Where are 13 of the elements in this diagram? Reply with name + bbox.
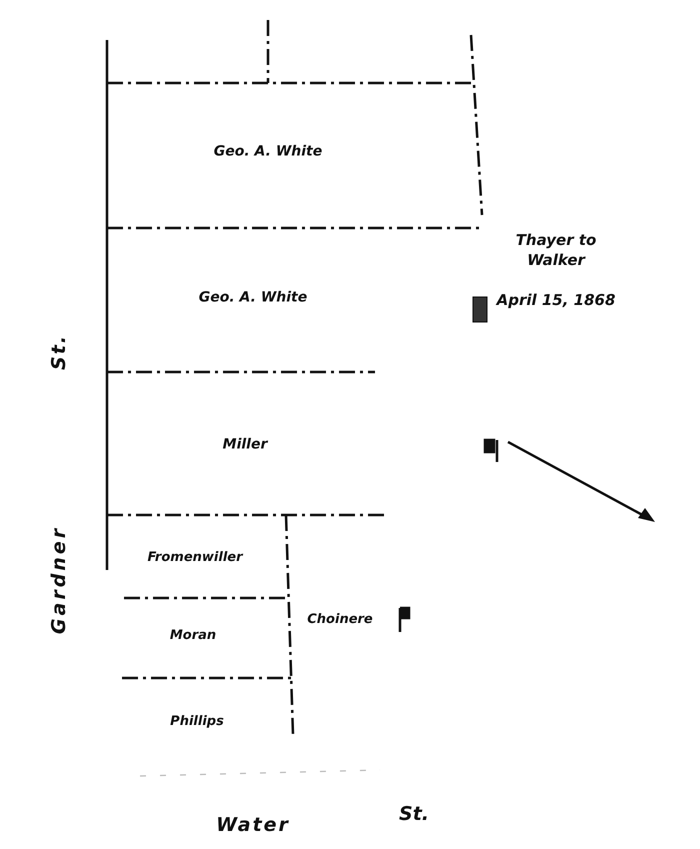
map-label: April 15, 1868 xyxy=(496,290,616,310)
map-label: Geo. A. White xyxy=(198,288,308,308)
map-label: Miller xyxy=(222,436,268,454)
map-label: St. xyxy=(399,802,429,828)
map-label: Geo. A. White xyxy=(214,142,322,162)
map-label: Phillips xyxy=(170,713,224,731)
map-label: Gardner xyxy=(47,526,72,634)
map-label: Moran xyxy=(170,627,216,645)
map-label: Choinere xyxy=(307,611,373,629)
map-label: Water xyxy=(216,813,290,838)
map-label: Thayer to Walker xyxy=(514,230,598,270)
map-label: St. xyxy=(47,334,72,370)
map-label: Fromenwiller xyxy=(147,549,243,567)
